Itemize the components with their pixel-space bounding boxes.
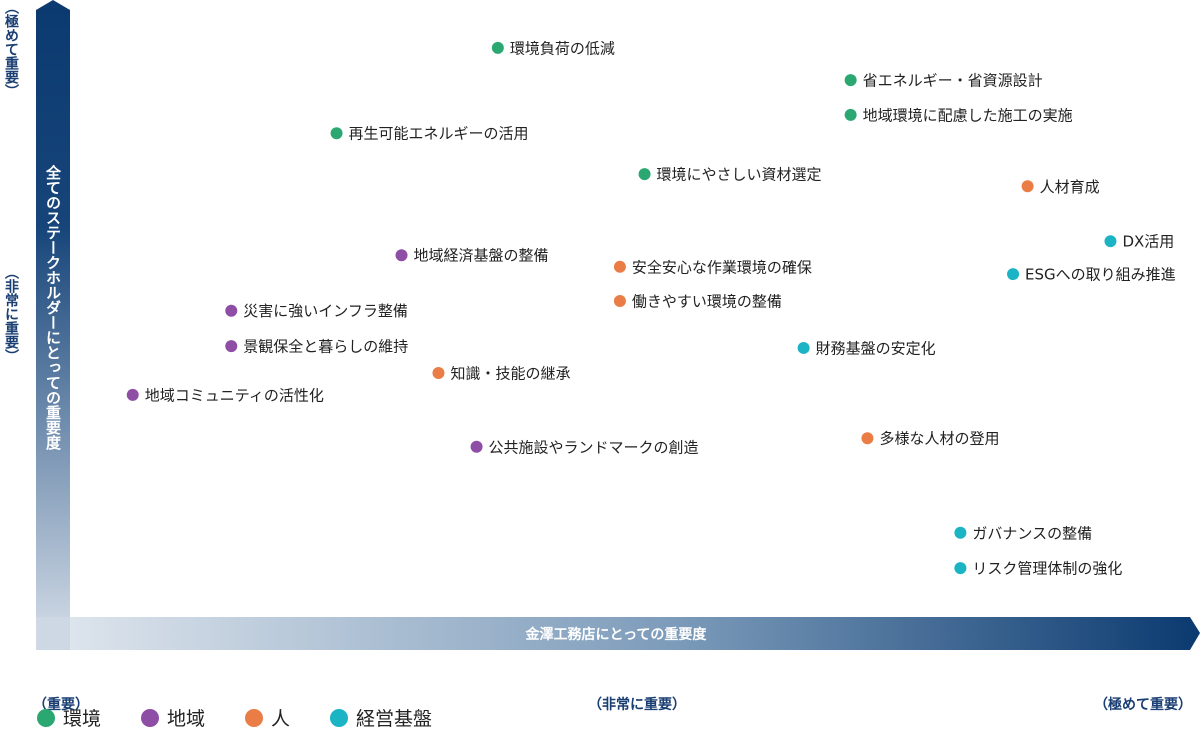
legend-dot-icon — [37, 708, 55, 727]
point-marker — [330, 127, 343, 140]
point-marker — [491, 41, 504, 54]
y-axis-arrow — [36, 0, 70, 650]
point-marker — [1007, 268, 1020, 281]
data-point: 再生可能エネルギーの活用 — [330, 125, 529, 143]
legend: 環境 地域 人 経営基盤 — [37, 704, 472, 731]
point-label: 再生可能エネルギーの活用 — [349, 125, 529, 143]
point-label: ESGへの取り組み推進 — [1025, 266, 1176, 284]
point-label: 環境負荷の低減 — [510, 39, 615, 57]
x-axis-arrow — [36, 617, 1200, 650]
x-axis-title: 金澤工務店にとっての重要度 — [525, 627, 707, 643]
y-axis-title: 全てのステークホルダーにとっての重要度 — [44, 165, 62, 450]
point-label: 環境にやさしい資材選定 — [657, 166, 822, 184]
x-tick-extremely-important: （極めて重要） — [1094, 697, 1192, 713]
point-label: 多様な人材の登用 — [879, 430, 999, 448]
point-marker — [126, 388, 139, 401]
point-label: 省エネルギー・省資源設計 — [863, 72, 1043, 90]
point-label: 景観保全と暮らしの維持 — [243, 338, 408, 356]
point-label: 安全安心な作業環境の確保 — [632, 258, 812, 276]
point-marker — [844, 108, 857, 121]
point-marker — [613, 260, 626, 273]
point-marker — [638, 168, 651, 181]
point-marker — [954, 562, 967, 575]
point-marker — [861, 432, 874, 445]
point-label: DX活用 — [1122, 233, 1174, 251]
point-marker — [613, 294, 626, 307]
point-label: 知識・技能の継承 — [450, 364, 570, 382]
legend-label: 環境 — [63, 708, 102, 730]
point-marker — [432, 366, 445, 379]
data-point: ESGへの取り組み推進 — [1007, 266, 1176, 284]
point-marker — [844, 74, 857, 87]
point-label: 地域コミュニティの活性化 — [145, 386, 324, 404]
axis-corner — [36, 617, 70, 650]
data-point: 地域コミュニティの活性化 — [126, 386, 324, 404]
point-marker — [225, 304, 238, 317]
data-point: 知識・技能の継承 — [432, 364, 570, 382]
data-point: 公共施設やランドマークの創造 — [470, 438, 699, 456]
data-point: 人材育成 — [1021, 178, 1100, 196]
point-label: 働きやすい環境の整備 — [632, 292, 782, 310]
y-tick-very-important: （非常に重要） — [3, 265, 19, 363]
point-label: 財務基盤の安定化 — [816, 339, 936, 357]
point-marker — [225, 340, 238, 353]
legend-label: 経営基盤 — [356, 708, 433, 730]
data-point: 地域経済基盤の整備 — [395, 247, 549, 265]
point-marker — [395, 249, 408, 262]
legend-item-people: 人 — [245, 704, 290, 731]
legend-item-mgmt: 経営基盤 — [330, 704, 432, 731]
point-label: 地域環境に配慮した施工の実施 — [863, 106, 1073, 124]
legend-item-env: 環境 — [37, 704, 101, 731]
point-marker — [797, 341, 810, 354]
legend-item-region: 地域 — [141, 704, 205, 731]
data-point: 環境にやさしい資材選定 — [638, 166, 822, 184]
data-point: 安全安心な作業環境の確保 — [613, 258, 812, 276]
point-label: 災害に強いインフラ整備 — [243, 302, 408, 320]
data-point: 省エネルギー・省資源設計 — [844, 72, 1043, 90]
y-tick-extremely-important: （極めて重要） — [3, 0, 19, 98]
data-point: 働きやすい環境の整備 — [613, 292, 782, 310]
point-label: 地域経済基盤の整備 — [414, 247, 549, 265]
point-marker — [470, 440, 483, 453]
legend-dot-icon — [141, 708, 160, 727]
legend-label: 人 — [271, 708, 291, 730]
point-marker — [1104, 235, 1117, 248]
data-point: 地域環境に配慮した施工の実施 — [844, 106, 1073, 124]
data-point: 災害に強いインフラ整備 — [225, 302, 408, 320]
x-tick-very-important: （非常に重要） — [588, 697, 686, 713]
data-point: ガバナンスの整備 — [954, 524, 1092, 542]
point-label: ガバナンスの整備 — [972, 524, 1092, 542]
legend-dot-icon — [330, 708, 349, 727]
data-point: DX活用 — [1104, 233, 1174, 251]
legend-dot-icon — [245, 708, 264, 727]
point-label: リスク管理体制の強化 — [972, 560, 1122, 578]
data-point: 財務基盤の安定化 — [797, 339, 936, 357]
point-label: 公共施設やランドマークの創造 — [489, 438, 699, 456]
data-point: 環境負荷の低減 — [491, 39, 615, 57]
data-point: 多様な人材の登用 — [861, 430, 999, 448]
data-point: 景観保全と暮らしの維持 — [225, 338, 408, 356]
legend-label: 地域 — [167, 708, 206, 730]
point-marker — [1021, 180, 1034, 193]
data-point: リスク管理体制の強化 — [954, 560, 1122, 578]
point-label: 人材育成 — [1040, 178, 1100, 196]
point-marker — [954, 526, 967, 539]
